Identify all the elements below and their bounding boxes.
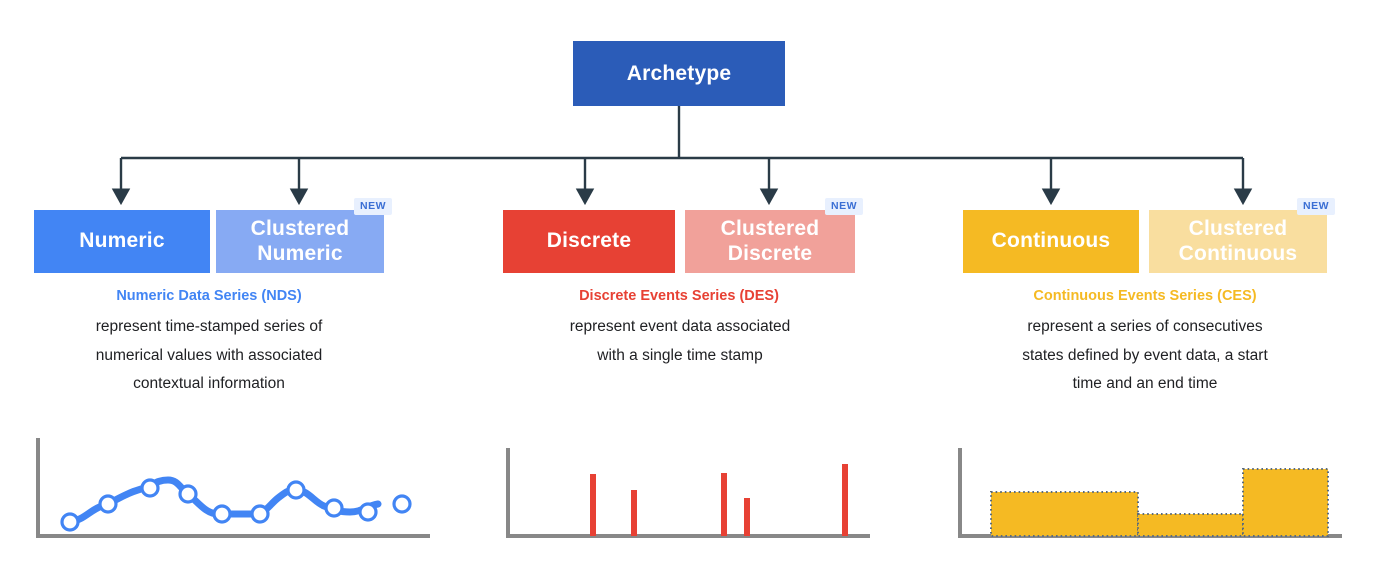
description-line: with a single time stamp — [597, 346, 763, 364]
discrete-bar-chart — [506, 448, 870, 538]
new-badge: NEW — [825, 198, 863, 215]
type-box-continuous[interactable]: Continuous — [963, 210, 1139, 273]
type-box-clustered-numeric[interactable]: Clustered Numeric NEW — [216, 198, 392, 273]
type-box-label: Discrete — [546, 229, 632, 253]
data-point — [60, 512, 80, 532]
type-box-clustered-discrete[interactable]: Clustered Discrete NEW — [685, 198, 863, 273]
data-point — [140, 478, 160, 498]
data-point — [358, 502, 378, 522]
type-box-label: Continuous — [991, 229, 1111, 253]
description-line: represent time-stamped series of — [95, 318, 323, 335]
group-caption-discrete: Discrete Events Series (DES) — [579, 288, 779, 304]
group-description-numeric: represent time-stamped series of numeric… — [24, 313, 394, 399]
description-line: numerical values with associated — [95, 346, 323, 364]
data-point — [250, 504, 270, 524]
type-box-label: Clustered Continuous — [1178, 216, 1298, 265]
data-point — [324, 498, 344, 518]
type-box-numeric[interactable]: Numeric — [34, 210, 210, 273]
type-box-label: Numeric — [79, 229, 165, 253]
type-box-clustered-continuous[interactable]: Clustered Continuous NEW — [1149, 198, 1335, 273]
event-bar — [744, 498, 750, 536]
archetype-root-node[interactable]: Archetype — [573, 41, 785, 106]
group-description-discrete: represent event data associated with a s… — [495, 313, 865, 370]
event-bar — [590, 474, 596, 536]
archetype-label: Archetype — [626, 61, 732, 85]
description-line: represent a series of consecutives — [1027, 318, 1263, 335]
data-point — [392, 494, 412, 514]
data-point — [286, 480, 306, 500]
event-bar — [631, 490, 637, 536]
type-box-label: Clustered Discrete — [720, 216, 820, 265]
group-caption-continuous: Continuous Events Series (CES) — [1033, 288, 1257, 304]
type-box-label: Clustered Numeric — [250, 216, 350, 265]
description-line: represent event data associated — [569, 318, 791, 335]
description-line: states defined by event data, a start — [1022, 346, 1268, 364]
state-segment — [1137, 513, 1244, 537]
group-description-continuous: represent a series of consecutives state… — [955, 313, 1335, 399]
event-bar — [842, 464, 848, 536]
state-segment — [990, 491, 1139, 537]
numeric-line-chart — [36, 438, 430, 538]
group-caption-numeric: Numeric Data Series (NDS) — [116, 288, 302, 304]
event-bar — [721, 473, 727, 536]
data-point — [212, 504, 232, 524]
type-box-discrete[interactable]: Discrete — [503, 210, 675, 273]
new-badge: NEW — [354, 198, 392, 215]
data-point — [98, 494, 118, 514]
state-segment — [1242, 468, 1329, 537]
continuous-state-chart — [958, 448, 1342, 538]
data-point — [178, 484, 198, 504]
new-badge: NEW — [1297, 198, 1335, 215]
description-line: time and an end time — [1072, 375, 1218, 393]
description-line: contextual information — [133, 375, 285, 393]
